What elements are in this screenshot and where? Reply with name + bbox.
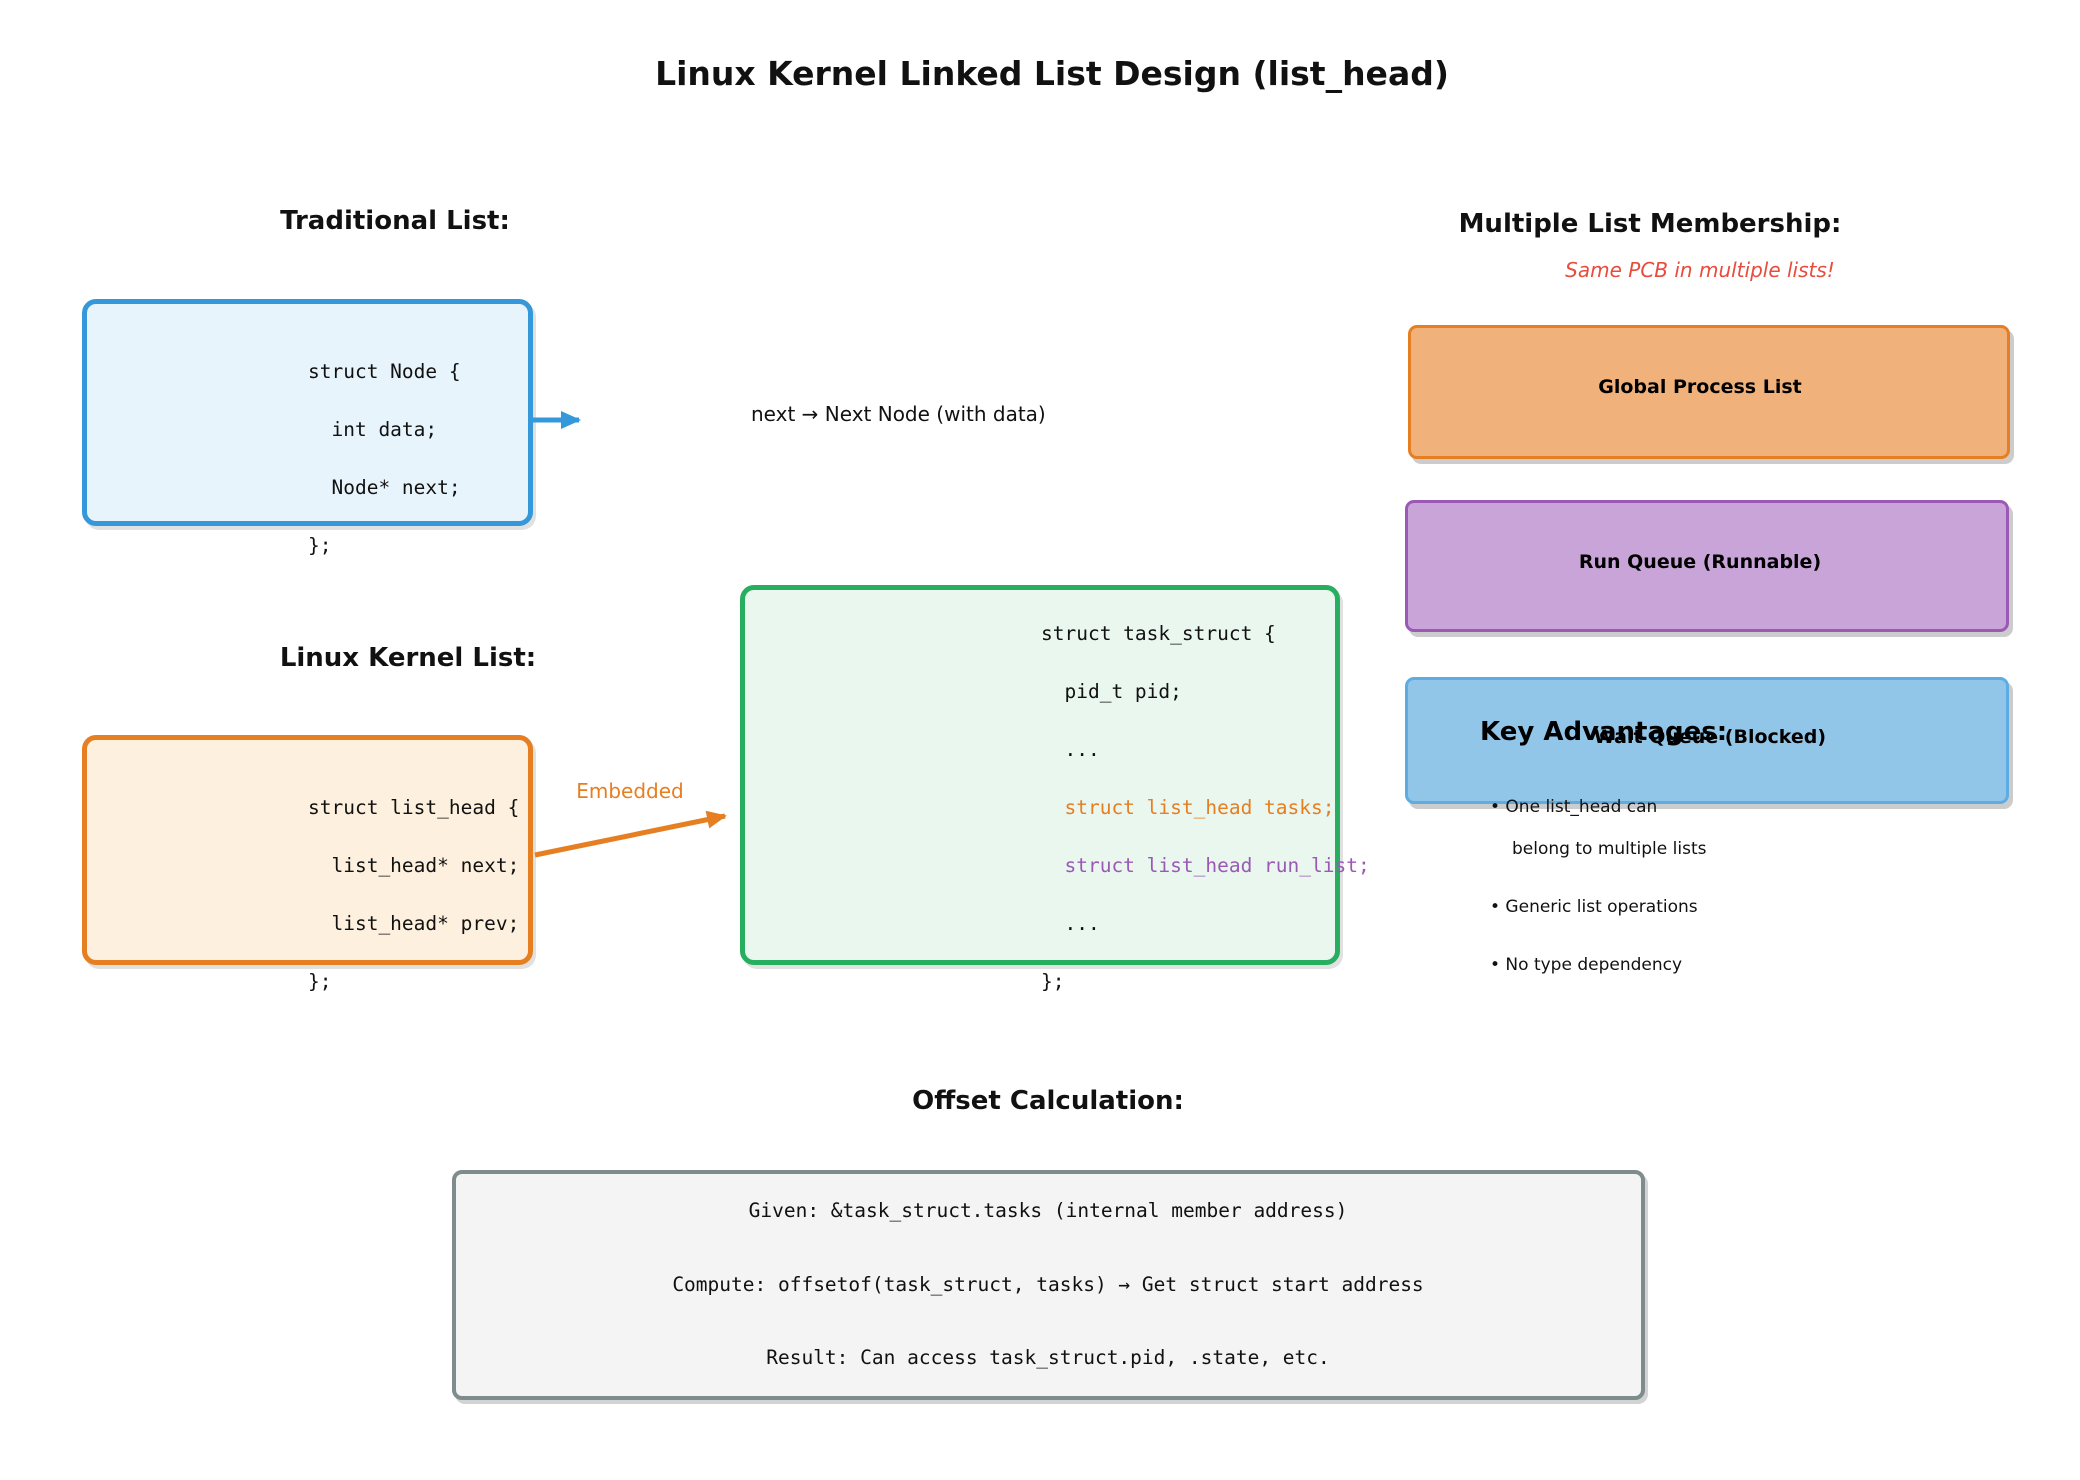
list-head-box [82,735,533,965]
global-process-list-box [1408,325,2010,459]
task-struct-code-line: ... [1041,738,1100,761]
list-head-code: struct list_head { list_head* next; list… [308,796,520,993]
heading-offset-calculation: Offset Calculation: [912,1086,1184,1116]
heading-traditional-list: Traditional List: [280,206,510,236]
wait-queue-box [1405,677,2009,804]
embedded-label: Embedded [576,779,684,803]
wait-queue-label: Wait Queue (Blocked) [1593,726,1827,748]
task-struct-code-line-run-list: struct list_head run_list; [1041,854,1370,877]
traditional-node-code: struct Node { int data; Node* next; }; [308,360,461,557]
traditional-node-box [82,299,533,526]
task-struct-box [740,585,1340,965]
task-struct-code-line: }; [1041,970,1065,993]
offset-given-line: Given: &task_struct.tasks (internal memb… [748,1199,1348,1222]
task-struct-code-line: ... [1041,912,1100,935]
next-pointer-arrow-icon [533,411,581,429]
run-queue-label: Run Queue (Runnable) [1578,551,1822,573]
task-struct-code-line: pid_t pid; [1041,680,1182,703]
global-process-list-label: Global Process List [1598,376,1802,398]
next-pointer-label: next → Next Node (with data) [751,402,1046,426]
advantage-bullet-2: • Generic list operations [1490,897,1698,917]
advantage-bullet-3: • No type dependency [1490,955,1683,975]
task-struct-code-line-tasks: struct list_head tasks; [1041,796,1335,819]
page-title: Linux Kernel Linked List Design (list_he… [655,54,1449,93]
task-struct-code-line: struct task_struct { [1041,622,1276,645]
run-queue-box [1405,500,2009,632]
task-struct-code: struct task_struct { pid_t pid; ... stru… [1041,605,1370,1011]
offset-result-line: Result: Can access task_struct.pid, .sta… [766,1346,1330,1369]
embedded-arrow-icon [534,810,727,858]
same-pcb-note: Same PCB in multiple lists! [1565,258,1835,282]
advantage-bullet-1-cont: belong to multiple lists [1512,839,1707,859]
heading-key-advantages: Key Advantages: [1480,717,1728,747]
heading-linux-kernel-list: Linux Kernel List: [279,643,537,673]
offset-compute-line: Compute: offsetof(task_struct, tasks) → … [672,1273,1424,1296]
advantage-bullet-1: • One list_head can [1490,797,1658,817]
offset-calculation-box [452,1170,1645,1400]
heading-multiple-list-membership: Multiple List Membership: [1458,209,1842,239]
